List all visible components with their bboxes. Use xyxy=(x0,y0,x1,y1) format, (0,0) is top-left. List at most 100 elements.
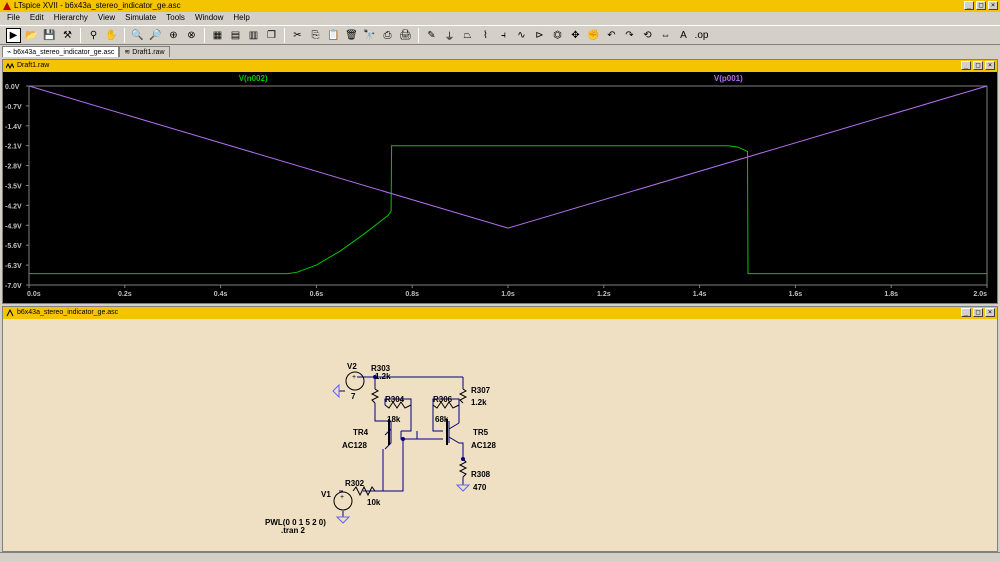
print-setup-icon[interactable]: 🖨 xyxy=(399,29,412,41)
open-icon[interactable]: 📂 xyxy=(25,29,38,41)
wire xyxy=(384,398,412,405)
schematic-drawing[interactable]: + + xyxy=(3,319,997,551)
y-tick-label: -0.7V xyxy=(5,104,22,111)
app-title: LTspice XVII - b6x43a_stereo_indicator_g… xyxy=(14,1,181,10)
ground-icon[interactable]: ⏚ xyxy=(444,31,455,43)
minimize-button[interactable]: _ xyxy=(961,61,971,70)
r307-ref: R307 xyxy=(471,386,491,395)
close-button[interactable]: × xyxy=(985,61,995,70)
waveform-plot-area[interactable]: 0.0V-0.7V-1.4V-2.1V-2.8V-3.5V-4.2V-4.9V-… xyxy=(3,72,997,303)
print-icon[interactable]: ⎙ xyxy=(383,29,392,41)
menu-edit[interactable]: Edit xyxy=(29,13,44,22)
x-tick-label: 0.4s xyxy=(214,291,228,298)
junction-dot xyxy=(373,375,377,379)
mirror-icon[interactable]: ⇔ xyxy=(660,29,671,41)
toolbar-separator xyxy=(80,27,81,43)
tile-icon[interactable]: ▦ xyxy=(212,29,223,41)
minimize-button[interactable]: _ xyxy=(964,1,974,10)
schematic-window-title: b6x43a_stereo_indicator_ge.asc xyxy=(17,309,119,316)
waveform-icon xyxy=(6,62,14,70)
maximize-button[interactable]: □ xyxy=(973,61,983,70)
waveform-chart[interactable]: 0.0V-0.7V-1.4V-2.1V-2.8V-3.5V-4.2V-4.9V-… xyxy=(3,72,997,303)
r302-value: 10k xyxy=(367,498,381,507)
menu-tools[interactable]: Tools xyxy=(166,13,185,22)
status-bar xyxy=(0,552,1000,562)
hand-icon[interactable]: ✋ xyxy=(105,29,118,41)
toolbar-separator xyxy=(204,27,205,43)
copy-icon[interactable]: ⎘ xyxy=(311,29,320,41)
spice-directive-icon[interactable]: .op xyxy=(694,29,709,41)
r306-ref: R306 xyxy=(433,395,453,404)
resistor-icon[interactable]: ⌇ xyxy=(483,29,488,41)
save-icon[interactable]: 💾 xyxy=(43,29,56,41)
delete-icon[interactable]: 🗑 xyxy=(345,29,358,41)
inductor-icon[interactable]: ∿ xyxy=(517,29,526,41)
x-tick-label: 1.0s xyxy=(501,291,515,298)
zoom-cancel-icon[interactable]: ⊗ xyxy=(187,29,196,41)
label-icon[interactable]: ⏢ xyxy=(463,29,472,41)
v1-value: PWL(0 0 1 5 2 0) xyxy=(265,518,326,527)
ground-icon xyxy=(455,484,471,492)
x-tick-label: 0.6s xyxy=(310,291,324,298)
close-button[interactable]: × xyxy=(985,308,995,317)
move-icon[interactable]: ✥ xyxy=(571,29,580,41)
menu-view[interactable]: View xyxy=(97,13,116,22)
series-label-1: V(n002) xyxy=(239,74,268,83)
zoom-in-icon[interactable]: 🔍 xyxy=(131,29,144,41)
rotate-icon[interactable]: ⟲ xyxy=(643,29,652,41)
maximize-button[interactable]: □ xyxy=(973,308,983,317)
y-tick-label: -4.9V xyxy=(5,223,22,230)
schematic-canvas[interactable]: + + xyxy=(3,319,997,551)
junction-dot xyxy=(401,437,405,441)
redo-icon[interactable]: ↷ xyxy=(625,29,634,41)
tab-schematic[interactable]: ⌁ b6x43a_stereo_indicator_ge.asc xyxy=(2,46,120,57)
undo-icon[interactable]: ↶ xyxy=(607,29,616,41)
wire xyxy=(448,436,464,459)
ground-icon xyxy=(332,383,340,399)
tr4-value: AC128 xyxy=(342,441,367,450)
wires xyxy=(339,376,464,517)
document-tabs: ⌁ b6x43a_stereo_indicator_ge.asc ≋ Draft… xyxy=(0,45,1000,57)
component-labels: V2 7 V1 PWL(0 0 1 5 2 0) R303 1.2k R304 … xyxy=(265,362,496,535)
series-label-2: V(p001) xyxy=(714,74,743,83)
zoom-fit-icon[interactable]: ⊕ xyxy=(169,29,178,41)
close-button[interactable]: × xyxy=(988,1,998,10)
spice-directive: .tran 2 xyxy=(281,526,306,535)
y-tick-label: 0.0V xyxy=(5,84,20,91)
menu-file[interactable]: File xyxy=(7,13,20,22)
diode-icon[interactable]: ⊳ xyxy=(535,29,544,41)
find-icon[interactable]: 🔭 xyxy=(363,29,376,41)
zoom-out-icon[interactable]: 🔎 xyxy=(149,29,162,41)
tr5-ref: TR5 xyxy=(473,428,489,437)
cascade-windows-icon[interactable]: ❐ xyxy=(267,29,276,41)
drag-icon[interactable]: ✊ xyxy=(587,29,600,41)
tile-vertical-icon[interactable]: ▥ xyxy=(248,29,259,41)
grounds xyxy=(332,383,471,524)
text-icon[interactable]: A xyxy=(680,29,687,41)
minimize-button[interactable]: _ xyxy=(961,308,971,317)
schematic-window-titlebar[interactable]: b6x43a_stereo_indicator_ge.asc _ □ × xyxy=(3,307,997,319)
menu-hierarchy[interactable]: Hierarchy xyxy=(53,13,88,22)
menu-help[interactable]: Help xyxy=(233,13,250,22)
pencil-icon[interactable]: ✎ xyxy=(427,29,436,41)
component-icon[interactable]: ⏣ xyxy=(553,29,562,41)
x-tick-label: 1.6s xyxy=(789,291,803,298)
menu-simulate[interactable]: Simulate xyxy=(125,13,157,22)
menu-window[interactable]: Window xyxy=(194,13,224,22)
control-panel-icon[interactable]: ⚒ xyxy=(63,29,72,41)
r308-ref: R308 xyxy=(471,470,491,479)
probe-icon[interactable]: ⚲ xyxy=(89,29,98,41)
run-icon[interactable]: ▶ xyxy=(6,27,21,43)
maximize-button[interactable]: □ xyxy=(976,1,986,10)
cut-icon[interactable]: ✂ xyxy=(293,29,302,41)
wire xyxy=(432,405,443,432)
y-tick-label: -3.5V xyxy=(5,184,22,191)
plot-window-titlebar[interactable]: Draft1.raw _ □ × xyxy=(3,60,997,72)
cascade-icon[interactable]: ▤ xyxy=(230,29,241,41)
tab-waveform[interactable]: ≋ Draft1.raw xyxy=(119,46,170,57)
v2-value: 7 xyxy=(351,392,356,401)
capacitor-icon[interactable]: ⫞ xyxy=(501,29,506,41)
paste-icon[interactable]: 📋 xyxy=(327,29,340,41)
v1-ref: V1 xyxy=(321,490,331,499)
main-toolbar: ▶ 📂 💾 ⚒ ⚲ ✋ 🔍 🔎 ⊕ ⊗ ▦ ▤ ▥ ❐ ✂ ⎘ 📋 🗑 🔭 ⎙ … xyxy=(0,25,1000,45)
